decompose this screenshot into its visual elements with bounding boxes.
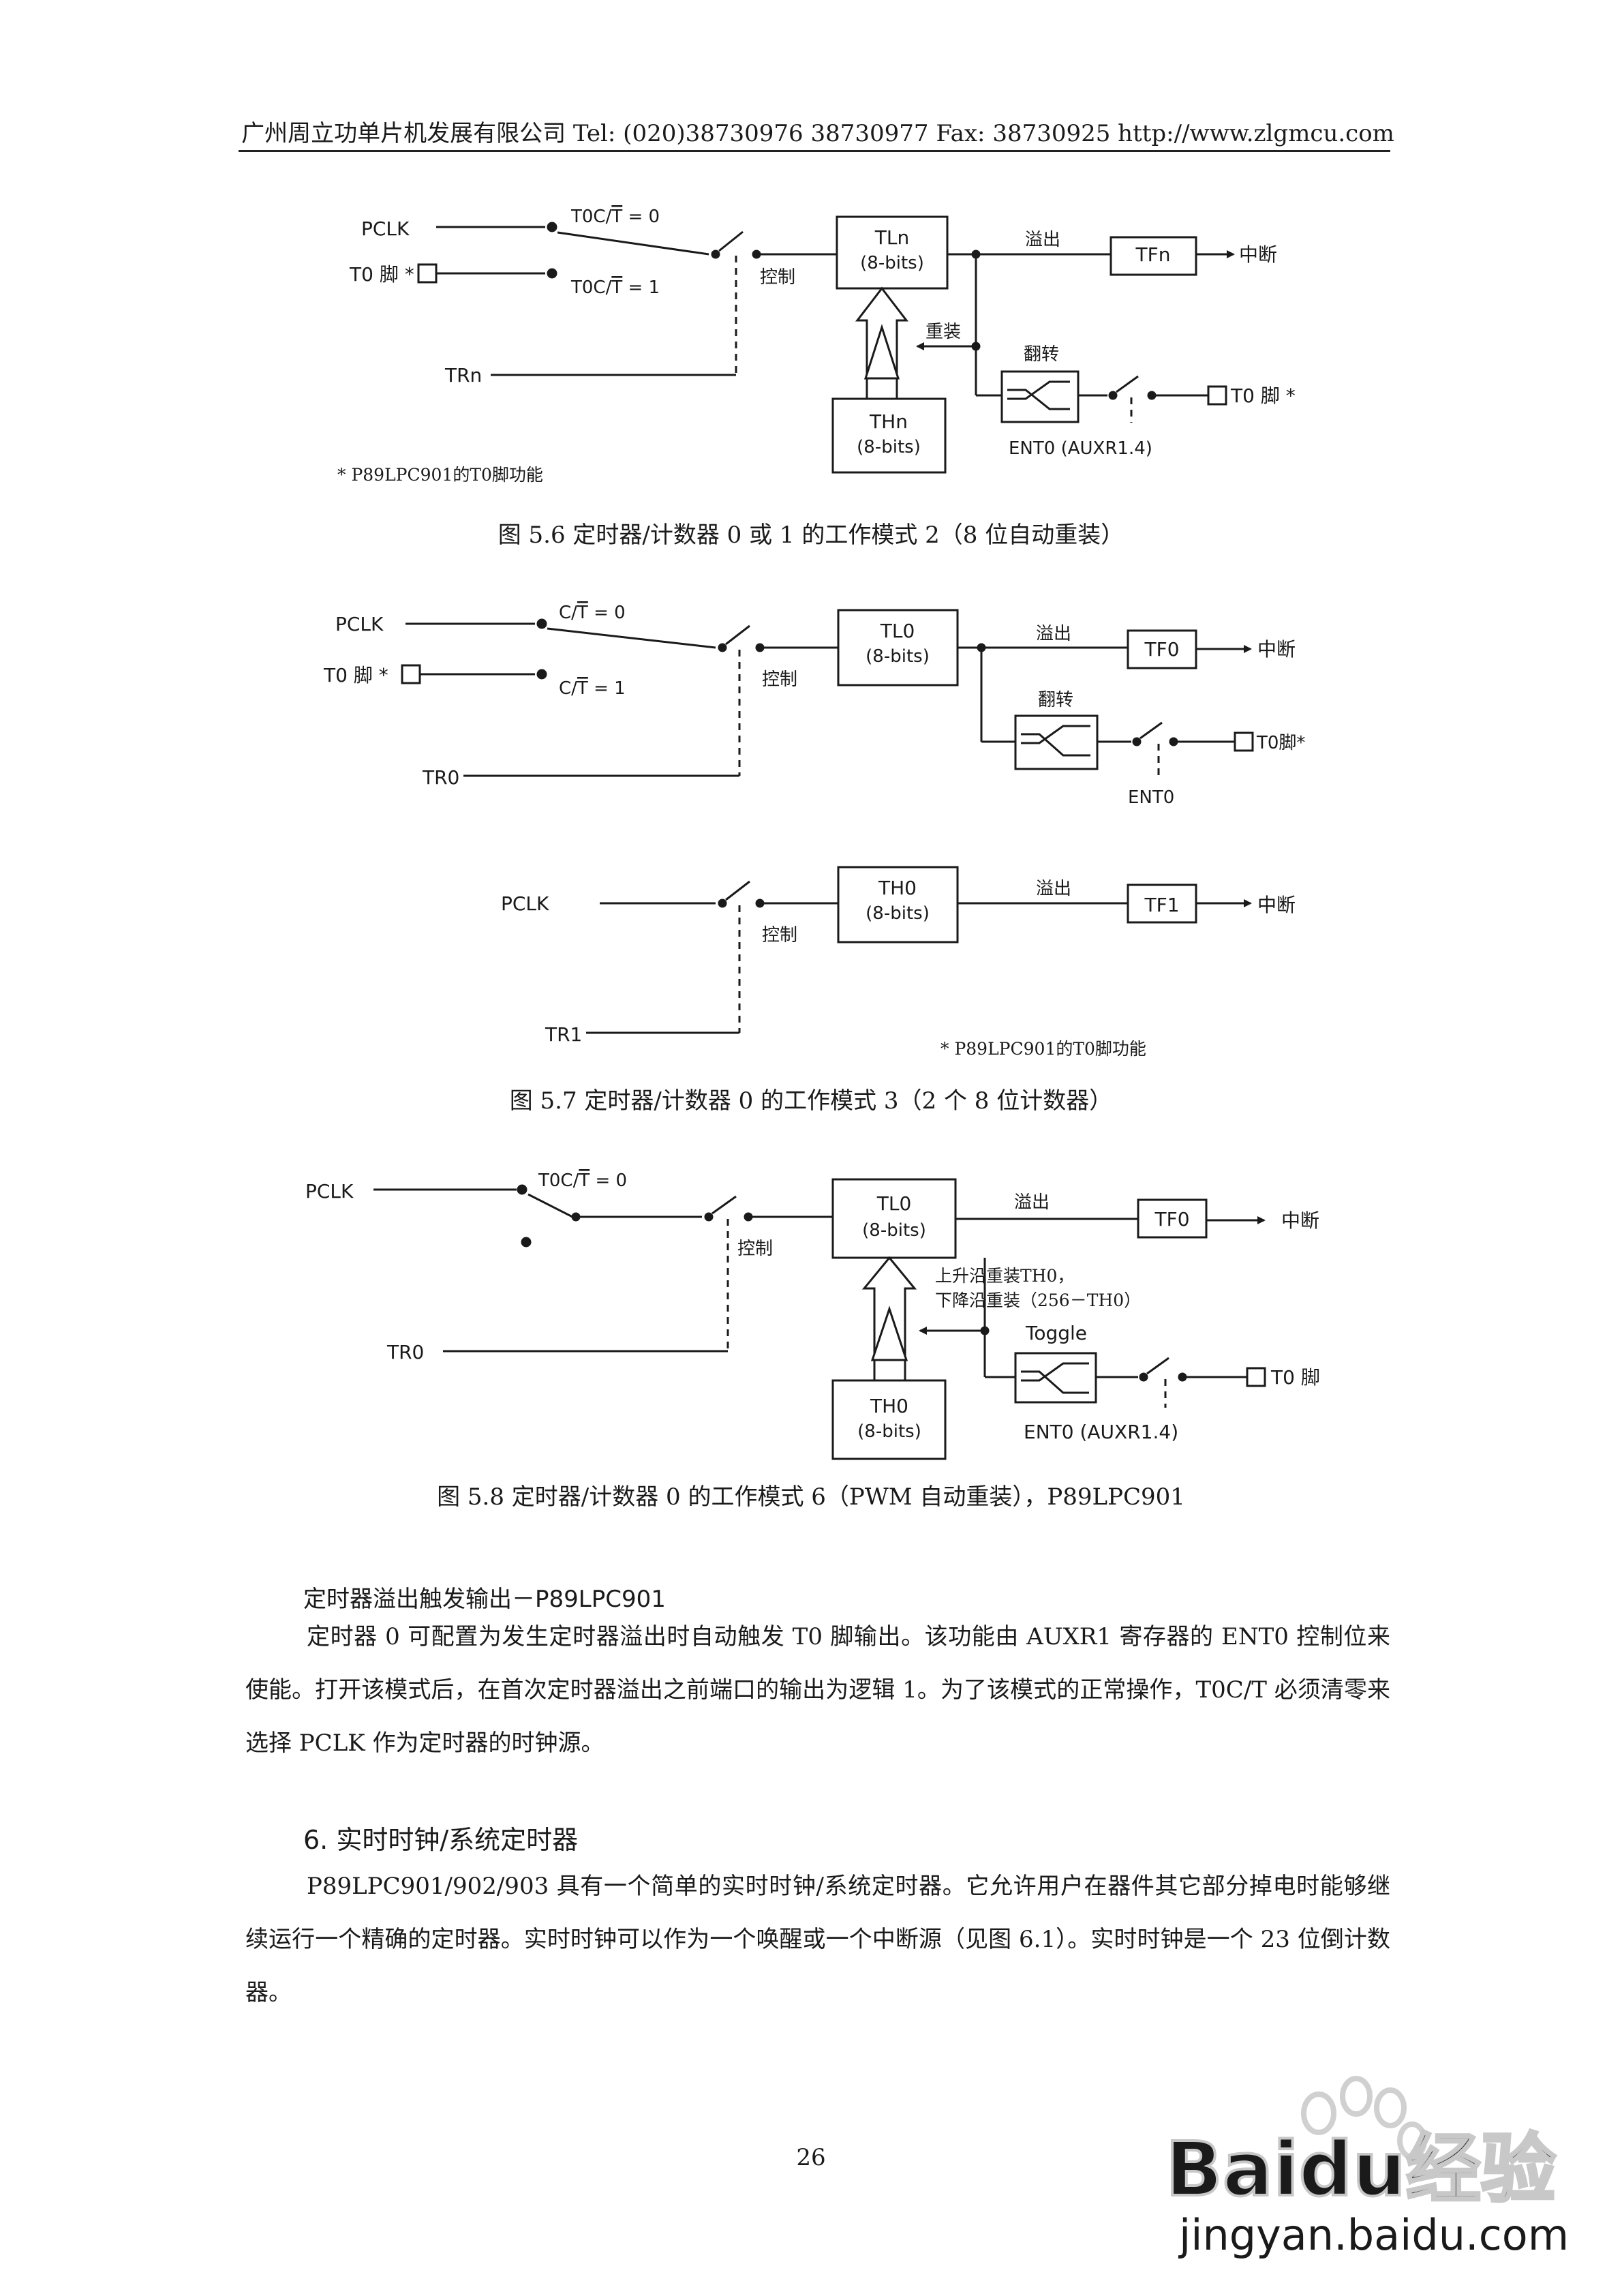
fig56-switch1-label: T0C/T = 1: [570, 277, 660, 298]
fig56-tln-label: TLn: [874, 226, 909, 249]
fig58-tr0-label: TR0: [386, 1341, 424, 1363]
subsection-title: 定时器溢出触发输出－P89LPC901: [303, 1586, 666, 1613]
paragraph-rtc: P89LPC901/902/903 具有一个简单的实时时钟/系统定时器。它允许用…: [245, 1860, 1390, 2019]
header-rule: [239, 150, 1390, 152]
figure-5-6-caption: 图 5.6 定时器/计数器 0 或 1 的工作模式 2（8 位自动重装）: [498, 522, 1124, 549]
page-number: 26: [796, 2144, 826, 2171]
figure-5-8-caption: 图 5.8 定时器/计数器 0 的工作模式 6（PWM 自动重装），P89LPC…: [437, 1483, 1185, 1511]
fig57-switch0-label: C/T = 0: [559, 603, 626, 623]
fig57-footnote: * P89LPC901的T0脚功能: [940, 1039, 1146, 1059]
fig58-pclk-label: PCLK: [305, 1180, 354, 1203]
fig58-control-label: 控制: [737, 1239, 773, 1259]
fig58-interrupt-label: 中断: [1281, 1209, 1319, 1232]
baidu-watermark: Baidu经验 jingyan.baidu.com: [1164, 2076, 1569, 2260]
fig57-overflow-label: 溢出: [1036, 624, 1071, 644]
fig56-ent0-label: ENT0 (AUXR1.4): [1009, 438, 1152, 459]
figure-5-8: PCLK T0C/T = 0 控制 TR0 TL0 (8-bits) 溢出 TF…: [305, 1170, 1320, 1460]
fig58-rise-note: 上升沿重装TH0，: [935, 1266, 1074, 1286]
fig57-control-label: 控制: [762, 669, 797, 690]
fig56-switch0-label: T0C/T = 0: [570, 207, 660, 227]
fig57-pclk2-label: PCLK: [501, 892, 549, 915]
page-header: 广州周立功单片机发展有限公司 Tel: (020)38730976 387309…: [241, 120, 1394, 147]
figure-5-6: PCLK T0 脚 * T0C/T = 0 T0C/T = 1 控制 TRn T…: [337, 207, 1296, 485]
fig56-tfn-label: TFn: [1135, 243, 1171, 266]
fig56-overflow-label: 溢出: [1025, 230, 1060, 250]
figure-5-7: PCLK T0 脚 * C/T = 0 C/T = 1 控制 TR0 TL0 (…: [323, 603, 1305, 1059]
watermark-url: jingyan.baidu.com: [1178, 2210, 1569, 2260]
fig58-tl0-bits: (8-bits): [862, 1220, 926, 1241]
fig57-control2-label: 控制: [762, 925, 797, 946]
fig56-footnote: * P89LPC901的T0脚功能: [337, 465, 543, 485]
fig57-tf1-label: TF1: [1144, 894, 1179, 916]
fig58-fall-note: 下降沿重装（256－TH0）: [935, 1290, 1141, 1310]
fig58-th0-label: TH0: [870, 1395, 908, 1417]
fig57-tf0-label: TF0: [1144, 638, 1179, 661]
fig57-tr1-label: TR1: [545, 1023, 582, 1046]
fig56-t0pin-label: T0 脚 *: [349, 263, 414, 286]
fig58-th0-bits: (8-bits): [857, 1421, 921, 1442]
fig57-tl0-bits: (8-bits): [866, 646, 930, 667]
fig58-outpin-label: T0 脚: [1270, 1366, 1320, 1389]
fig58-toggle-label: Toggle: [1025, 1322, 1087, 1344]
fig56-trn-label: TRn: [444, 364, 482, 387]
watermark-brand: Baidu经验: [1165, 2126, 1556, 2213]
fig56-control-label: 控制: [760, 267, 795, 288]
fig56-reload-label: 重装: [925, 322, 961, 342]
paragraph-1-text: 定时器 0 可配置为发生定时器溢出时自动触发 T0 脚输出。该功能由 AUXR1…: [245, 1623, 1390, 1757]
fig57-switch1-label: C/T = 1: [559, 678, 626, 699]
fig56-interrupt-label: 中断: [1239, 243, 1277, 266]
fig57-toggle-label: 翻转: [1038, 690, 1073, 710]
fig56-tln-bits: (8-bits): [860, 253, 924, 273]
fig58-switch0-label: T0C/T = 0: [538, 1170, 627, 1191]
fig56-thn-bits: (8-bits): [857, 437, 921, 457]
section-6-heading: 6. 实时时钟/系统定时器: [303, 1825, 579, 1855]
fig58-tf0-label: TF0: [1154, 1208, 1189, 1230]
fig57-interrupt2-label: 中断: [1257, 894, 1296, 916]
fig58-overflow-label: 溢出: [1014, 1192, 1050, 1213]
fig58-ent0-label: ENT0 (AUXR1.4): [1024, 1421, 1178, 1443]
fig57-overflow2-label: 溢出: [1036, 879, 1071, 899]
paragraph-timer-output: 定时器 0 可配置为发生定时器溢出时自动触发 T0 脚输出。该功能由 AUXR1…: [245, 1610, 1390, 1770]
fig57-th0-label: TH0: [878, 877, 917, 899]
fig56-toggle-label: 翻转: [1024, 344, 1059, 365]
fig56-thn-label: THn: [869, 410, 908, 433]
fig57-tl0-label: TL0: [880, 620, 915, 642]
fig56-pclk-label: PCLK: [361, 217, 410, 240]
fig56-outpin-label: T0 脚 *: [1230, 384, 1296, 407]
fig57-outpin-label: T0脚*: [1256, 733, 1305, 753]
fig57-t0pin-label: T0 脚 *: [323, 664, 388, 686]
fig58-tl0-label: TL0: [876, 1192, 912, 1215]
figure-5-7-caption: 图 5.7 定时器/计数器 0 的工作模式 3（2 个 8 位计数器）: [509, 1087, 1113, 1115]
fig57-tr0-label: TR0: [422, 766, 459, 789]
paragraph-2-text: P89LPC901/902/903 具有一个简单的实时时钟/系统定时器。它允许用…: [245, 1873, 1390, 2006]
fig57-th0-bits: (8-bits): [866, 903, 930, 924]
fig57-interrupt-label: 中断: [1257, 638, 1296, 661]
fig57-ent0-label: ENT0: [1128, 787, 1174, 808]
fig57-pclk-label: PCLK: [335, 613, 384, 635]
